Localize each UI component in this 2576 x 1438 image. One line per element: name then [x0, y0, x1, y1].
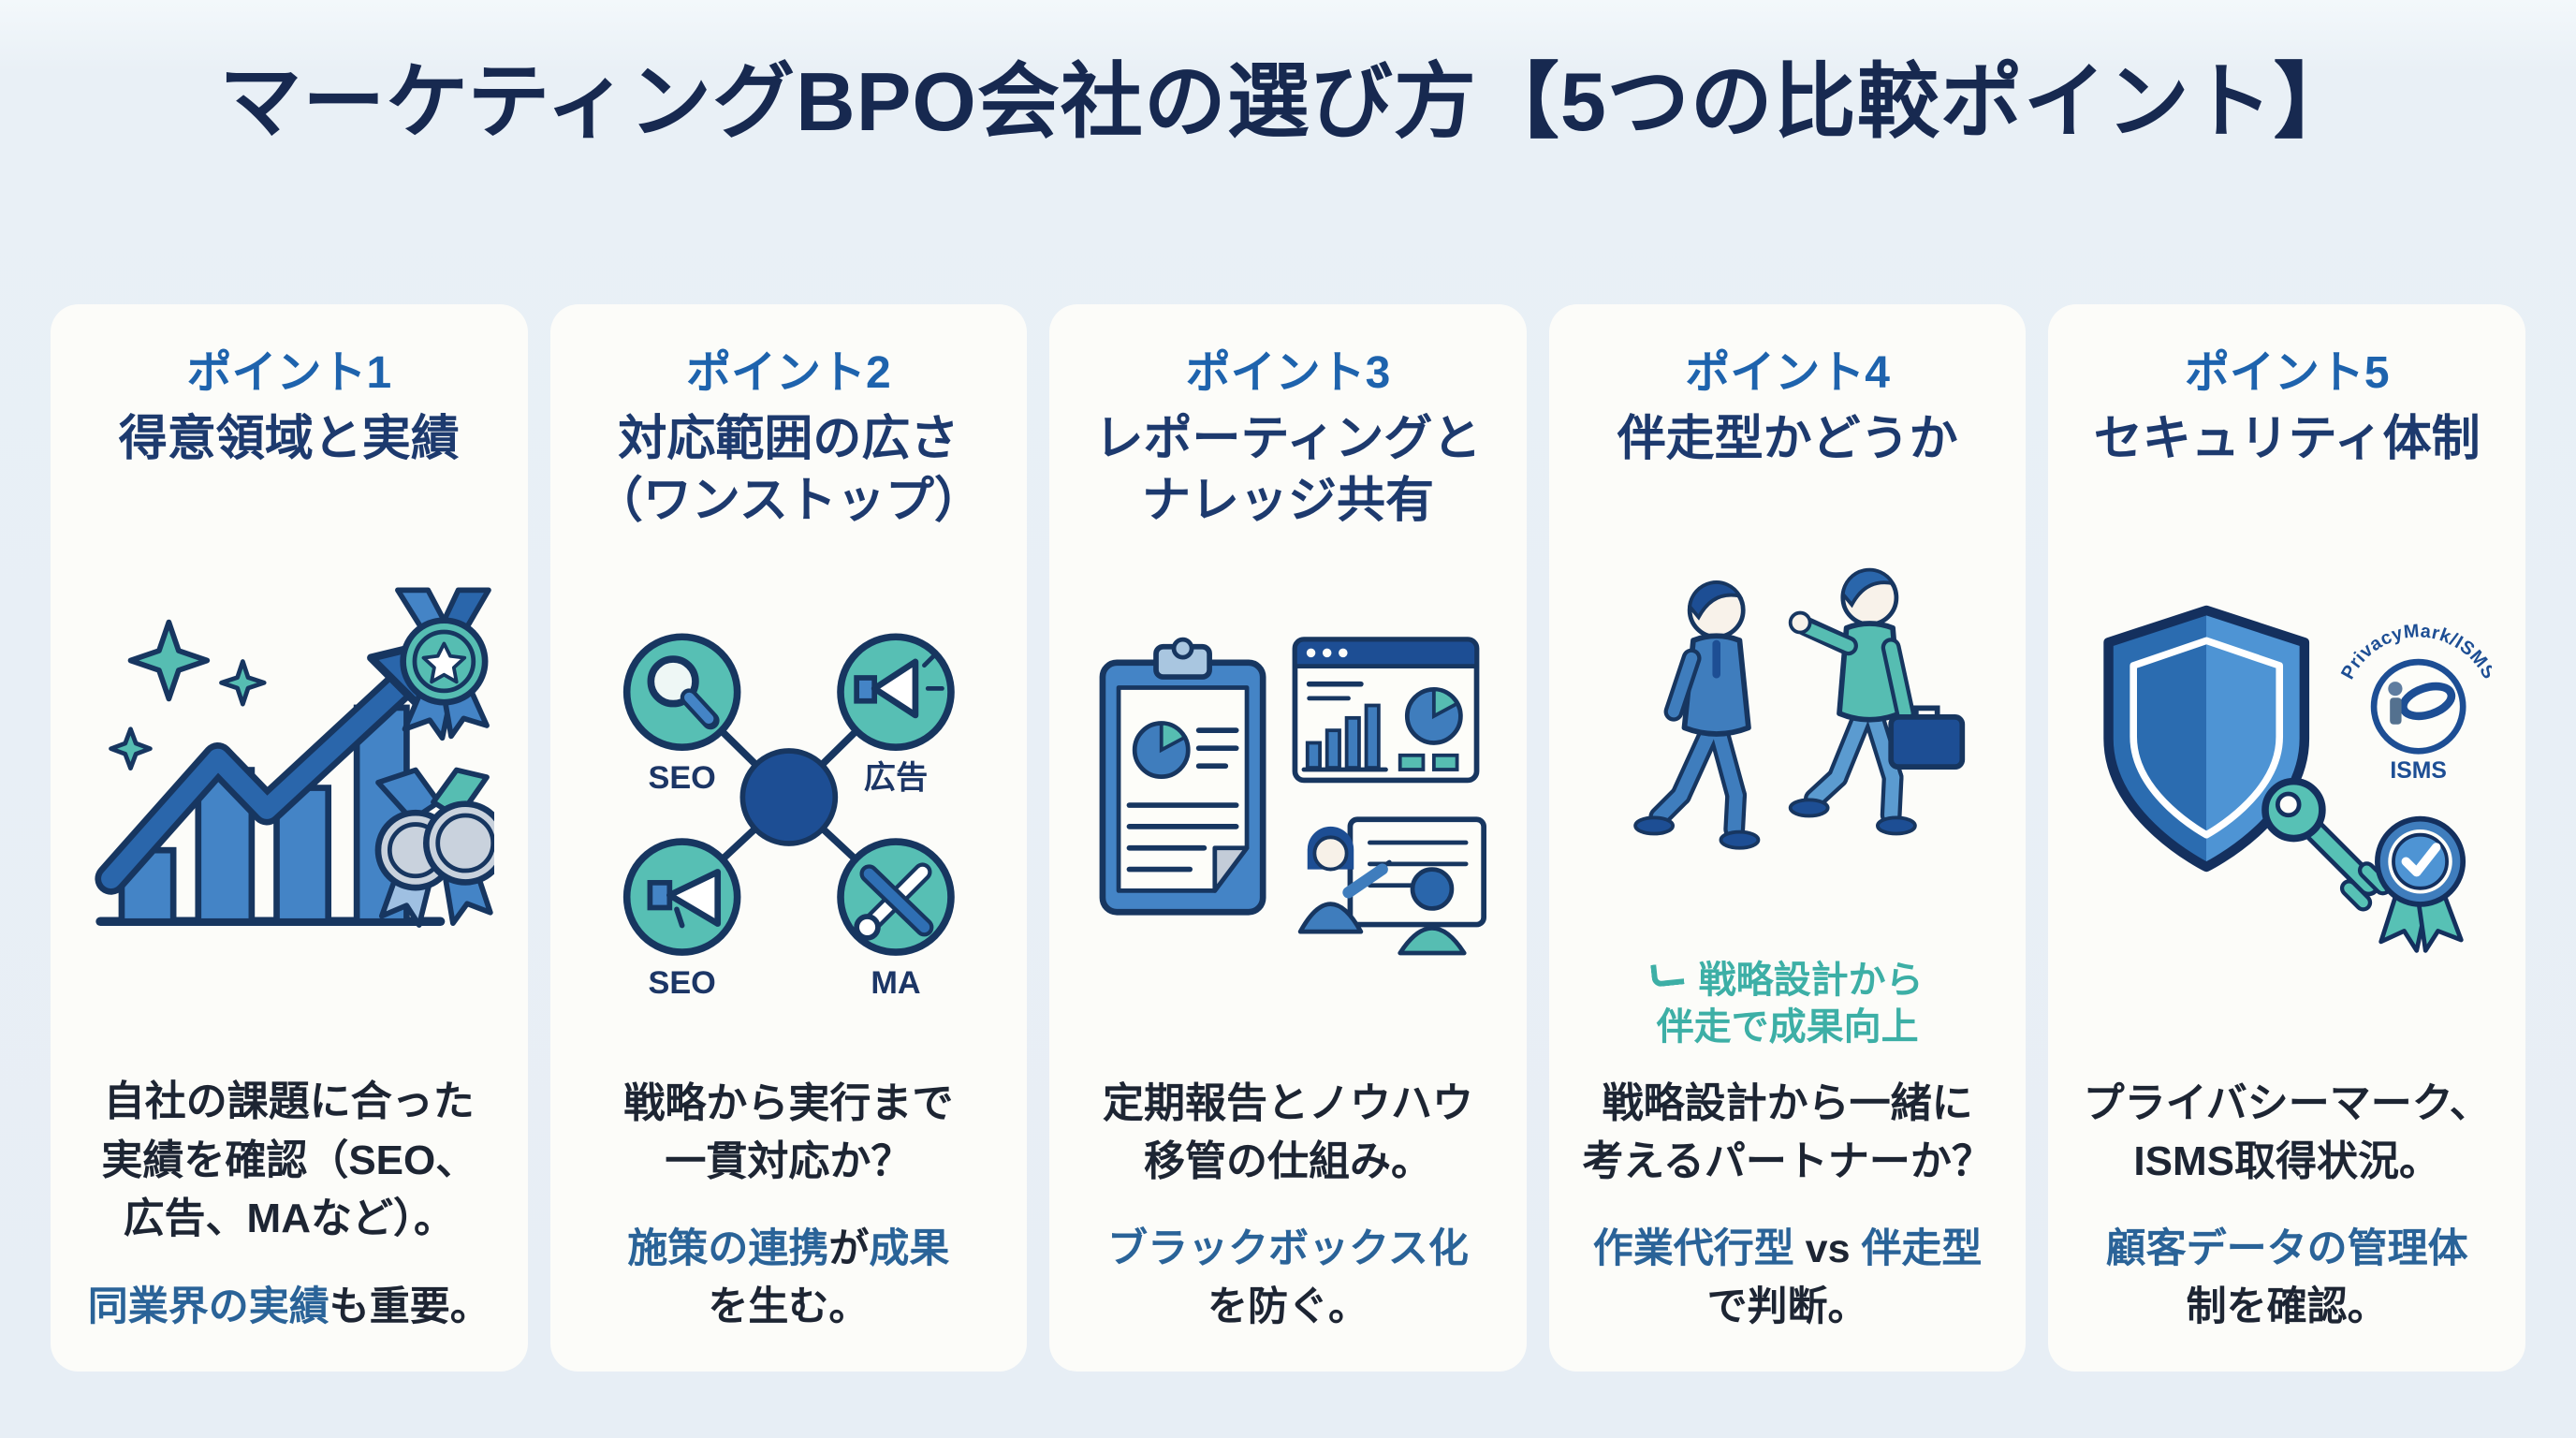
- report-presentation-icon: [1099, 637, 1487, 956]
- point-2-highlight: 施策の連携が成果を生む。: [627, 1221, 949, 1335]
- point-2-icon-area: SEO 広告 SEO MA: [571, 533, 1007, 1075]
- key-icon: [2261, 777, 2393, 912]
- highlight-segment: vs: [1793, 1226, 1862, 1272]
- highlight-segment: も重要。: [329, 1284, 490, 1329]
- point-1-body: 自社の課題に合った 実績を確認（SEO、 広告、MAなど）。: [101, 1078, 477, 1242]
- point-1-subtitle: 得意領域と実績: [118, 411, 460, 466]
- card-point-3: ポイント3 レポーティングと ナレッジ共有: [1049, 303, 1527, 1372]
- annotation-line-2: 伴走で成果向上: [1656, 1005, 1919, 1048]
- point-2-label: ポイント2: [686, 347, 891, 398]
- point-4-icon-area: [1570, 470, 2006, 949]
- hub-label-ma: MA: [871, 965, 920, 1001]
- hub-label-seo-top: SEO: [648, 760, 715, 796]
- card-point-1: ポイント1 得意領域と実績: [51, 303, 528, 1372]
- highlight-segment: ブラックボックス化: [1107, 1226, 1469, 1272]
- comparison-cards: ポイント1 得意領域と実績: [51, 303, 2525, 1372]
- highlight-segment: 伴走型: [1861, 1226, 1983, 1272]
- clipboard-report-icon: [1099, 637, 1266, 916]
- point-4-subtitle: 伴走型かどうか: [1617, 411, 1958, 466]
- security-shield-icon: PrivacyMark/ISMS ISMS: [2103, 605, 2492, 953]
- highlight-segment: 成果: [869, 1226, 950, 1272]
- privacymark-logo: PrivacyMark/ISMS ISMS: [2337, 621, 2492, 784]
- point-4-highlight: 作業代行型 vs 伴走型で判断。: [1593, 1221, 1983, 1335]
- point-2-subtitle: 対応範囲の広さ （ワンストップ）: [593, 411, 983, 529]
- card-point-5: ポイント5 セキュリティ体制: [2048, 303, 2525, 1372]
- megaphone-icon: [647, 869, 721, 929]
- point-4-label: ポイント4: [1685, 347, 1890, 398]
- point-3-highlight: ブラックボックス化を防ぐ。: [1107, 1221, 1469, 1335]
- presentation-people-icon: [1297, 816, 1487, 956]
- highlight-segment: を生む。: [708, 1284, 870, 1329]
- card-point-2: ポイント2 対応範囲の広さ （ワンストップ）: [549, 303, 1028, 1372]
- highlight-segment: が: [828, 1226, 870, 1272]
- person-client: [1632, 580, 1761, 850]
- walking-partners-icon: [1632, 567, 1965, 850]
- point-1-highlight: 同業界の実績も重要。: [88, 1279, 490, 1336]
- point-3-icon-area: [1070, 533, 1506, 1075]
- isms-label: ISMS: [2391, 758, 2447, 784]
- point-1-icon-area: [71, 470, 507, 1073]
- point-3-body: 定期報告とノウハウ 移管の仕組み。: [1102, 1079, 1473, 1184]
- magnifier-icon: [647, 655, 720, 730]
- point-5-highlight: 顧客データの管理体制を確認。: [2106, 1221, 2468, 1335]
- point-5-icon-area: PrivacyMark/ISMS ISMS: [2069, 470, 2505, 1074]
- point-1-label: ポイント1: [186, 347, 392, 398]
- highlight-segment: 同業界の実績: [87, 1284, 329, 1329]
- megaphone-icon: [853, 652, 944, 719]
- annotation-line-1: 戦略設計から: [1649, 957, 1924, 1004]
- highlight-segment: を防ぐ。: [1207, 1284, 1368, 1329]
- point-3-label: ポイント3: [1185, 347, 1391, 398]
- highlight-segment: 施策の連携: [627, 1226, 829, 1272]
- highlight-segment: 顧客データの管理体: [2105, 1226, 2468, 1272]
- point-4-annotation: 戦略設計から 伴走で成果向上: [1649, 956, 1924, 1050]
- dashboard-window-icon: [1292, 637, 1480, 784]
- card-point-4: ポイント4 伴走型かどうか: [1548, 303, 2027, 1372]
- service-hub-icon: SEO 広告 SEO MA: [622, 633, 955, 1001]
- point-5-subtitle: セキュリティ体制: [2093, 411, 2481, 466]
- hub-label-seo-bottom: SEO: [648, 965, 715, 1001]
- point-4-body: 戦略設計から一緒に 考えるパートナーか？: [1582, 1079, 1993, 1184]
- point-5-body: プライバシーマーク、 ISMS取得状況。: [2083, 1079, 2491, 1184]
- elbow-connector-icon: [1649, 961, 1685, 988]
- highlight-segment: で判断。: [1706, 1284, 1868, 1329]
- page-title: マーケティングBPO会社の選び方【5つの比較ポイント】: [219, 55, 2357, 148]
- point-3-subtitle: レポーティングと ナレッジ共有: [1094, 411, 1482, 529]
- point-5-label: ポイント5: [2184, 347, 2390, 398]
- hub-label-ad: 広告: [863, 760, 928, 796]
- point-2-body: 戦略から実行まで 一貫対応か？: [623, 1079, 954, 1184]
- person-consultant: [1788, 567, 1965, 836]
- growth-chart-medals-icon: [95, 587, 494, 928]
- highlight-segment: 作業代行型: [1592, 1226, 1794, 1272]
- tools-icon: [853, 862, 933, 941]
- certified-badge-icon: [2375, 815, 2466, 953]
- highlight-segment: 制を確認。: [2186, 1284, 2388, 1329]
